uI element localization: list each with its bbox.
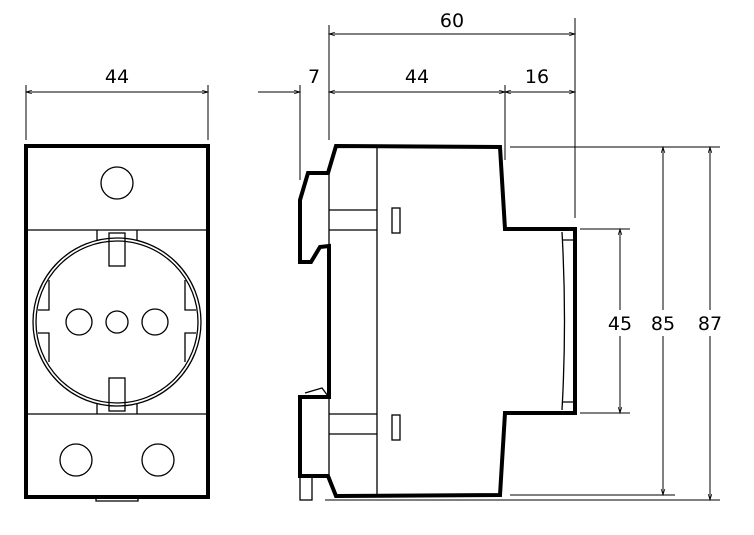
center-hole [105, 310, 129, 334]
socket-outlet [32, 230, 202, 414]
front-view [24, 144, 210, 502]
screw-hole-bottom-right [141, 443, 175, 477]
contact-notches [96, 230, 138, 414]
latch-tab [304, 387, 329, 397]
dim-rail-offset-label: 7 [308, 66, 320, 88]
dim-body-depth-label: 44 [405, 66, 429, 88]
slot-top [391, 207, 401, 234]
dim-front-width-label: 44 [105, 66, 129, 88]
side-guides [38, 280, 196, 362]
dim-front-depth-label: 16 [525, 66, 549, 88]
earth-contact-top [108, 232, 126, 267]
socket-rim-inner [35, 240, 199, 404]
extension-lines-side-vertical [299, 18, 576, 218]
dim-front-height-label: 45 [608, 313, 632, 335]
slot-bottom [391, 414, 401, 441]
dim-total-depth-label: 60 [440, 10, 464, 32]
socket-rim-outer [32, 237, 202, 407]
screw-hole-bottom-left [59, 443, 93, 477]
extension-lines-horizontal [325, 146, 720, 501]
pin-hole-left [65, 308, 93, 336]
dim-total-height-label: 87 [698, 313, 722, 335]
earth-contact-bottom [108, 377, 126, 412]
front-housing [24, 144, 210, 499]
dimensions: 44 60 7 44 16 45 85 87 [24, 10, 728, 502]
side-view [298, 143, 577, 501]
front-cover-curve [561, 231, 573, 411]
rail-grooves [329, 209, 377, 435]
rail-pin [299, 475, 313, 501]
side-housing [298, 143, 577, 499]
dim-body-height-label: 85 [651, 313, 675, 335]
label-backdrop [603, 310, 728, 336]
pin-hole-right [141, 308, 169, 336]
screw-hole-top [100, 166, 134, 200]
extension-lines-front [25, 85, 209, 140]
bottom-clip [95, 497, 139, 502]
